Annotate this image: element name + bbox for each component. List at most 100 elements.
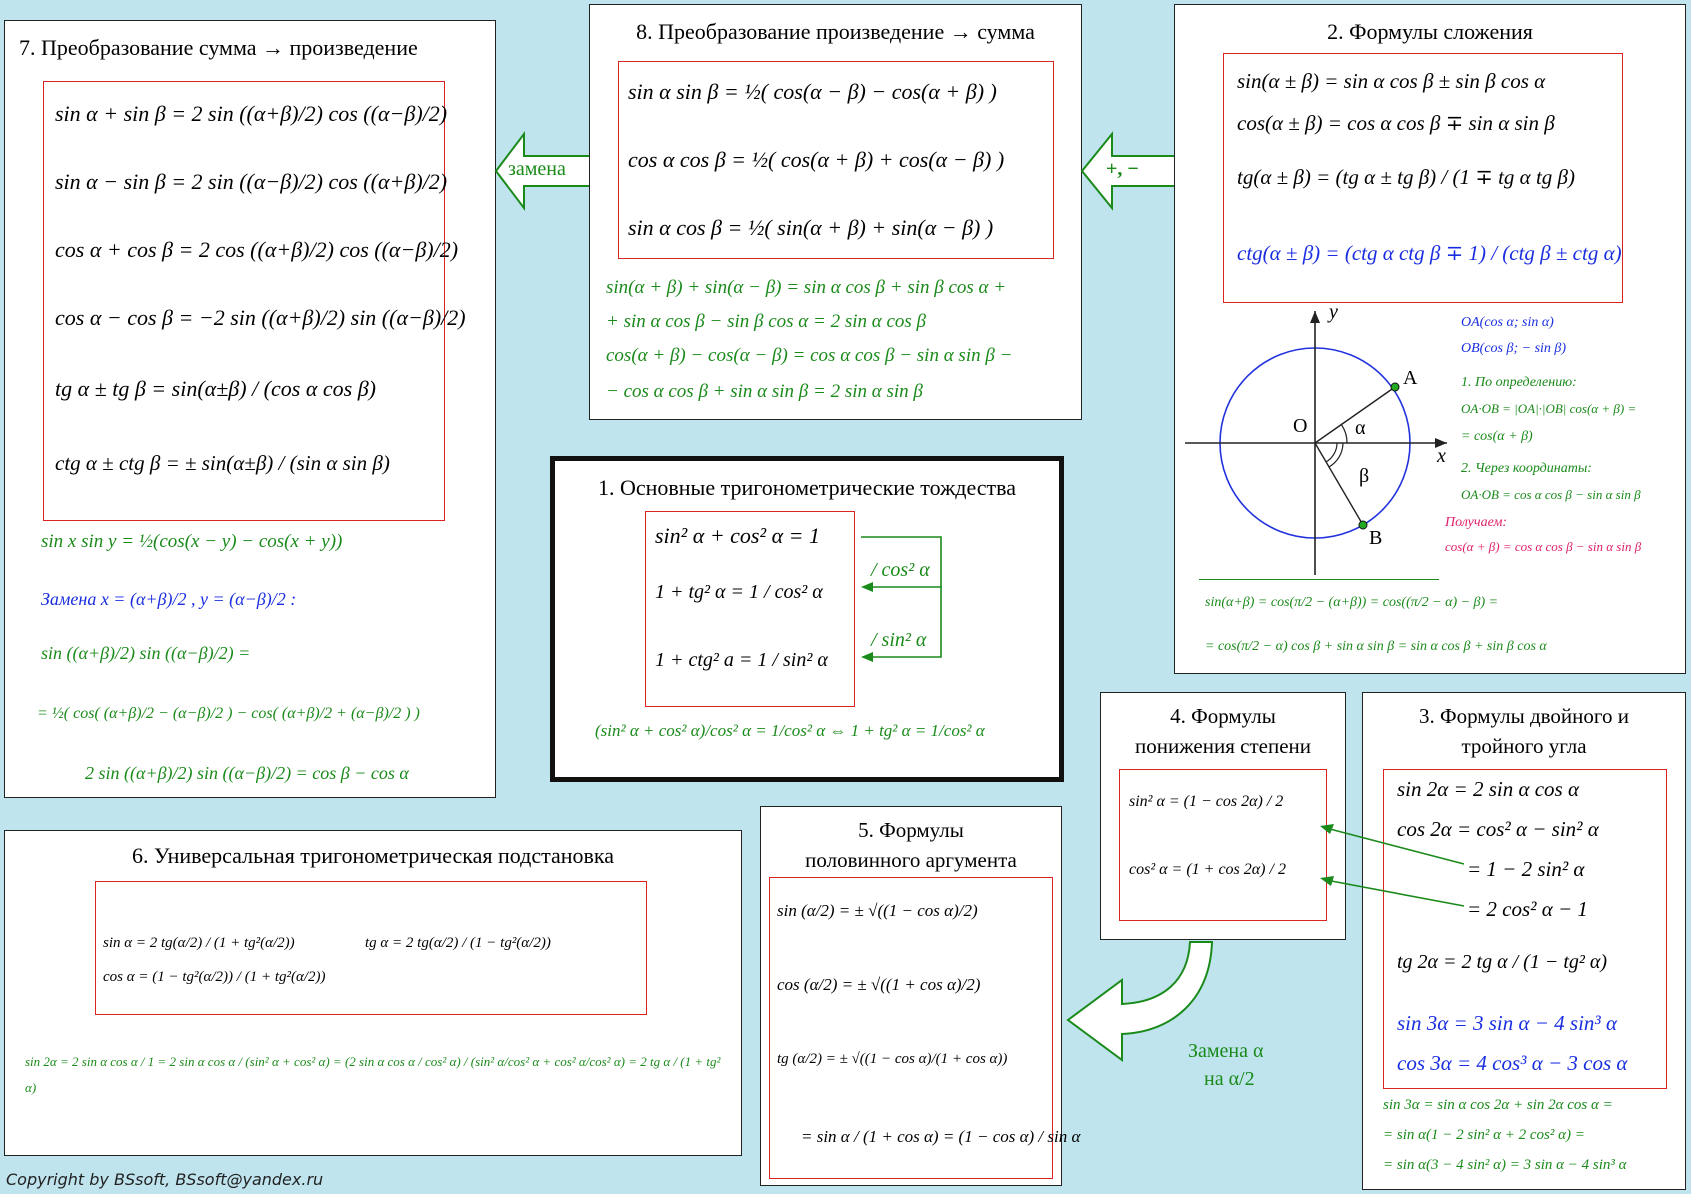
panel-title: 5. Формулы bbox=[858, 818, 964, 842]
divider bbox=[1199, 579, 1439, 580]
panel-addition-formulas: 2. Формулы сложения sin(α ± β) = sin α c… bbox=[1174, 4, 1686, 674]
link-arrows bbox=[1320, 824, 1465, 907]
side-note: 2. Через координаты: bbox=[1461, 461, 1592, 476]
note: (sin² α + cos² α)/cos² α = 1/cos² α ⇔ 1 … bbox=[595, 721, 985, 740]
panel-double-triple-angle: 3. Формулы двойного и тройного угла sin … bbox=[1362, 692, 1686, 1190]
note: sin x sin y = ½(cos(x − y) − cos(x + y)) bbox=[41, 531, 343, 552]
side-note: Получаем: bbox=[1445, 515, 1508, 530]
formula: cos α + cos β = 2 cos ((α+β)/2) cos ((α−… bbox=[55, 237, 459, 262]
derivation-arrows bbox=[861, 536, 942, 662]
axis-y-label: y bbox=[1329, 301, 1338, 323]
note: sin(α + β) + sin(α − β) = sin α cos β + … bbox=[606, 277, 1007, 298]
formula: = 2 cos² α − 1 bbox=[1467, 897, 1588, 921]
panel-title: 3. Формулы двойного и bbox=[1419, 704, 1629, 728]
note: cos(α + β) − cos(α − β) = cos α cos β − … bbox=[606, 345, 1013, 366]
half-angle-label: на α/2 bbox=[1204, 1068, 1255, 1090]
formula-frame bbox=[95, 881, 647, 1015]
formula: cos α − cos β = −2 sin ((α+β)/2) sin ((α… bbox=[55, 305, 466, 330]
panel-title: 4. Формулы bbox=[1170, 704, 1276, 728]
bottom-note: = cos(π/2 − α) cos β + sin α sin β = sin… bbox=[1205, 639, 1547, 654]
formula-frame bbox=[1223, 53, 1623, 303]
panel-title: 7. Преобразование сумма → произведение bbox=[19, 35, 418, 60]
panel-title: 8. Преобразование произведение → сумма bbox=[636, 19, 1035, 44]
formula: sin² α + cos² α = 1 bbox=[655, 523, 820, 548]
panel-title: 1. Основные тригонометрические тождества bbox=[597, 475, 1017, 500]
angle-beta-label: β bbox=[1359, 465, 1370, 487]
formula-frame bbox=[1383, 769, 1667, 1089]
unit-circle-diagram bbox=[1185, 311, 1447, 575]
panel-title: 2. Формулы сложения bbox=[1327, 19, 1533, 44]
panel-sum-to-product: 7. Преобразование сумма → произведение s… bbox=[4, 20, 496, 798]
formula: = sin α / (1 + cos α) = (1 − cos α) / si… bbox=[801, 1127, 1081, 1146]
panel-title: понижения степени bbox=[1134, 734, 1311, 758]
panel-power-reduction: 4. Формулы понижения степени sin² α = (1… bbox=[1100, 692, 1346, 940]
copyright-footer: Copyright by BSsoft, BSsoft@yandex.ru bbox=[6, 1170, 324, 1189]
point-b-label: B bbox=[1369, 527, 1383, 549]
note: = sin α(3 − 4 sin² α) = 3 sin α − 4 sin³… bbox=[1383, 1157, 1627, 1173]
formula: sin α + sin β = 2 sin ((α+β)/2) cos ((α−… bbox=[55, 101, 448, 126]
formula: cos α cos β = ½( cos(α + β) + cos(α − β)… bbox=[628, 147, 1005, 172]
formula-frame bbox=[618, 61, 1054, 259]
formula: cos(α ± β) = cos α cos β ∓ sin α sin β bbox=[1237, 111, 1555, 135]
formula: ctg(α ± β) = (ctg α ctg β ∓ 1) / (ctg β … bbox=[1237, 241, 1622, 265]
replace-arrow-icon bbox=[494, 131, 591, 211]
panel-half-angle: 5. Формулы половинного аргумента sin (α/… bbox=[760, 806, 1080, 1186]
formula: tg 2α = 2 tg α / (1 − tg² α) bbox=[1397, 951, 1608, 973]
side-note: 1. По определению: bbox=[1461, 375, 1577, 390]
half-angle-arrow-icon bbox=[1066, 941, 1214, 1062]
formula: ctg α ± ctg β = ± sin(α±β) / (sin α sin … bbox=[55, 451, 390, 475]
panel-title: 6. Универсальная тригонометрическая подс… bbox=[131, 843, 615, 868]
formula: tg α = 2 tg(α/2) / (1 − tg²(α/2)) bbox=[365, 935, 551, 951]
axis-x-label: x bbox=[1437, 445, 1446, 467]
bottom-note: sin(α+β) = cos(π/2 − (α+β)) = cos((π/2 −… bbox=[1205, 595, 1499, 610]
divide-label: / sin² α bbox=[871, 629, 927, 651]
formula: tg(α ± β) = (tg α ± tg β) / (1 ∓ tg α tg… bbox=[1237, 165, 1575, 189]
side-note: = cos(α + β) bbox=[1461, 429, 1533, 444]
panel-basic-identities: 1. Основные тригонометрические тождества… bbox=[550, 456, 1064, 782]
formula: sin α cos β = ½( sin(α + β) + sin(α − β)… bbox=[628, 215, 994, 240]
formula: tg (α/2) = ± √((1 − cos α)/(1 + cos α)) bbox=[777, 1051, 1008, 1067]
panel-product-to-sum: 8. Преобразование произведение → сумма s… bbox=[589, 4, 1082, 420]
formula: cos 2α = cos² α − sin² α bbox=[1397, 817, 1599, 841]
formula: 1 + tg² α = 1 / cos² α bbox=[655, 581, 823, 603]
side-note: OA(cos α; sin α) bbox=[1461, 315, 1554, 330]
panel-title: тройного угла bbox=[1461, 734, 1587, 758]
note: Замена x = (α+β)/2 , y = (α−β)/2 : bbox=[41, 589, 297, 609]
point-a-label: A bbox=[1403, 367, 1418, 389]
formula-frame bbox=[43, 81, 445, 521]
formula: 1 + ctg² a = 1 / sin² α bbox=[655, 649, 828, 671]
divide-label: / cos² α bbox=[871, 559, 930, 581]
formula-frame bbox=[645, 511, 855, 707]
formula-frame bbox=[769, 877, 1053, 1179]
formula: sin² α = (1 − cos 2α) / 2 bbox=[1129, 793, 1284, 810]
formula: sin 3α = 3 sin α − 4 sin³ α bbox=[1397, 1011, 1617, 1035]
note: sin ((α+β)/2) sin ((α−β)/2) = bbox=[41, 643, 251, 663]
note: sin 2α = 2 sin α cos α / 1 = 2 sin α cos… bbox=[25, 1054, 721, 1095]
angle-alpha-label: α bbox=[1355, 417, 1366, 439]
panel-universal-substitution: 6. Универсальная тригонометрическая подс… bbox=[4, 830, 742, 1156]
formula: sin(α ± β) = sin α cos β ± sin β cos α bbox=[1237, 69, 1546, 93]
formula: cos 3α = 4 cos³ α − 3 cos α bbox=[1397, 1051, 1628, 1075]
origin-label: O bbox=[1293, 415, 1308, 437]
side-note: OA·OB = cos α cos β − sin α sin β bbox=[1461, 487, 1641, 502]
half-angle-label: Замена α bbox=[1188, 1040, 1264, 1062]
formula: sin α − sin β = 2 sin ((α−β)/2) cos ((α+… bbox=[55, 169, 448, 194]
side-note: OB(cos β; − sin β) bbox=[1461, 341, 1567, 356]
note: = sin α(1 − 2 sin² α + 2 cos² α) = bbox=[1383, 1127, 1585, 1143]
plusminus-arrow-icon bbox=[1080, 131, 1177, 211]
formula: sin (α/2) = ± √((1 − cos α)/2) bbox=[777, 901, 978, 920]
formula: cos (α/2) = ± √((1 + cos α)/2) bbox=[777, 975, 981, 994]
formula: sin α sin β = ½( cos(α − β) − cos(α + β)… bbox=[628, 79, 997, 104]
formula: sin 2α = 2 sin α cos α bbox=[1397, 777, 1579, 801]
formula: cos α = (1 − tg²(α/2)) / (1 + tg²(α/2)) bbox=[103, 969, 326, 985]
formula: cos² α = (1 + cos 2α) / 2 bbox=[1129, 861, 1286, 878]
formula-frame bbox=[1119, 769, 1327, 921]
note: − cos α cos β + sin α sin β = 2 sin α si… bbox=[606, 381, 923, 402]
side-note: cos(α + β) = cos α cos β − sin α sin β bbox=[1445, 539, 1642, 554]
plusminus-label: +, − bbox=[1106, 158, 1139, 180]
note: 2 sin ((α+β)/2) sin ((α−β)/2) = cos β − … bbox=[85, 763, 409, 783]
replace-label: замена bbox=[508, 158, 566, 180]
formula: = 1 − 2 sin² α bbox=[1467, 857, 1585, 881]
side-note: OA·OB = |OA|·|OB| cos(α + β) = bbox=[1461, 401, 1637, 416]
note: + sin α cos β − sin β cos α = 2 sin α co… bbox=[606, 311, 927, 332]
